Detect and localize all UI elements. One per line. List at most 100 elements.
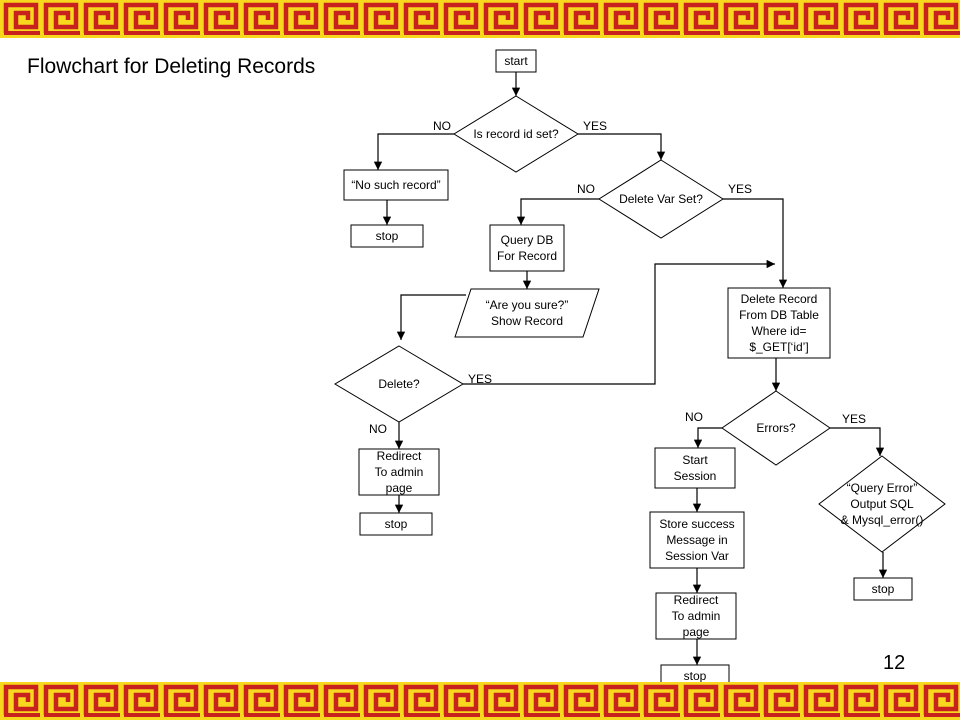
node-stop-1: stop: [350, 224, 424, 248]
node-text: stop: [684, 669, 707, 683]
greek-key-tile: [563, 684, 600, 717]
node-redirect-left: Redirect To admin page: [358, 448, 440, 496]
node-text: stop: [376, 229, 399, 243]
greek-key-tile: [603, 684, 640, 717]
greek-key-tile: [3, 684, 40, 717]
greek-key-tile: [403, 684, 440, 717]
node-text: Store success: [659, 517, 734, 531]
node-stop-4: stop: [853, 577, 913, 601]
connector-delete-yes: [463, 259, 775, 385]
node-text: Session: [674, 469, 717, 483]
greek-key-tile: [803, 684, 840, 717]
node-text: stop: [872, 582, 895, 596]
connector-delvar-no: [516, 198, 599, 225]
node-text: Delete?: [378, 377, 420, 391]
greek-key-tile: [203, 2, 240, 35]
greek-key-tile: [243, 684, 280, 717]
node-redirect-right: Redirect To admin page: [655, 592, 737, 640]
node-text: start: [504, 54, 528, 68]
flowchart-nodes: start Is record id set?“No such record” st…: [334, 49, 946, 688]
node-text: & Mysql_error(): [841, 513, 924, 527]
greek-key-tile: [83, 684, 120, 717]
node-errors: Errors?: [721, 390, 831, 466]
edge-label-record-no: NO: [433, 119, 451, 133]
greek-key-tile: [163, 684, 200, 717]
node-text: Output SQL: [850, 497, 914, 511]
node-no-such-record: “No such record”: [343, 169, 449, 201]
node-text: To admin: [672, 609, 721, 623]
connector-confirm-to-delete: [396, 294, 466, 340]
node-text: Redirect: [377, 449, 422, 463]
greek-key-tile: [283, 2, 320, 35]
greek-key-tile: [43, 684, 80, 717]
node-text: Start: [682, 453, 708, 467]
connector-record-yes: [578, 133, 666, 160]
greek-key-tile: [843, 684, 880, 717]
greek-key-tile: [123, 2, 160, 35]
node-text: Errors?: [756, 421, 796, 435]
greek-key-tile: [43, 2, 80, 35]
edge-label-record-yes: YES: [583, 119, 607, 133]
greek-key-tile: [683, 2, 720, 35]
greek-key-icon: [3, 684, 960, 717]
greek-key-tile: [323, 684, 360, 717]
node-delete-decision: Delete?: [334, 345, 464, 423]
node-text: Where id=: [751, 324, 806, 338]
greek-key-tile: [723, 684, 760, 717]
greek-key-tile: [723, 2, 760, 35]
page-number: 12: [883, 652, 906, 674]
greek-key-tile: [603, 2, 640, 35]
flowchart-connectors: [373, 72, 888, 665]
node-text: page: [386, 481, 413, 495]
node-text: To admin: [375, 465, 424, 479]
edge-label-delvar-yes: YES: [728, 182, 752, 196]
greek-key-tile: [883, 684, 920, 717]
node-are-you-sure: “Are you sure?” Show Record: [454, 288, 600, 338]
connector-delvar-yes: [723, 198, 788, 288]
greek-key-icon: [3, 2, 960, 35]
node-delete-var-set: Delete Var Set?: [598, 159, 724, 239]
greek-key-tile: [3, 2, 40, 35]
greek-key-tile: [683, 684, 720, 717]
flowchart-edge-labels: NO YES NO YES YES NO NO YES: [369, 119, 866, 436]
node-text: Redirect: [674, 593, 719, 607]
node-text: Show Record: [491, 314, 563, 328]
greek-key-tile: [83, 2, 120, 35]
greek-key-tile: [443, 2, 480, 35]
greek-key-tile: [843, 2, 880, 35]
slide-title: Flowchart for Deleting Records: [27, 55, 316, 78]
greek-key-tile: [483, 2, 520, 35]
greek-key-tile: [763, 684, 800, 717]
greek-key-tile: [363, 2, 400, 35]
greek-key-tile: [243, 2, 280, 35]
node-text: page: [683, 625, 710, 639]
greek-key-tile: [203, 684, 240, 717]
node-text: Query DB: [501, 233, 554, 247]
greek-key-tile: [643, 2, 680, 35]
greek-key-tile: [923, 2, 960, 35]
edge-label-delete-no: NO: [369, 422, 387, 436]
edge-label-delete-yes: YES: [468, 372, 492, 386]
greek-key-tile: [883, 2, 920, 35]
greek-key-tile: [563, 2, 600, 35]
edge-label-errors-no: NO: [685, 410, 703, 424]
greek-key-tile: [643, 684, 680, 717]
edge-label-errors-yes: YES: [842, 412, 866, 426]
greek-key-tile: [523, 2, 560, 35]
node-text: Delete Record: [741, 292, 818, 306]
node-stop-2: stop: [359, 512, 433, 536]
node-text: stop: [385, 517, 408, 531]
edge-label-delvar-no: NO: [577, 182, 595, 196]
node-query-error: “Query Error”Output SQL& Mysql_error(): [818, 455, 946, 553]
node-start: start: [495, 49, 537, 73]
node-text: Session Var: [665, 549, 729, 563]
greek-key-tile: [323, 2, 360, 35]
node-text: “Are you sure?”: [486, 298, 569, 312]
node-is-record-id-set: Is record id set?: [453, 95, 579, 173]
greek-key-tile: [523, 684, 560, 717]
node-text: $_GET[‘id’]: [749, 340, 808, 354]
node-text: For Record: [497, 249, 557, 263]
